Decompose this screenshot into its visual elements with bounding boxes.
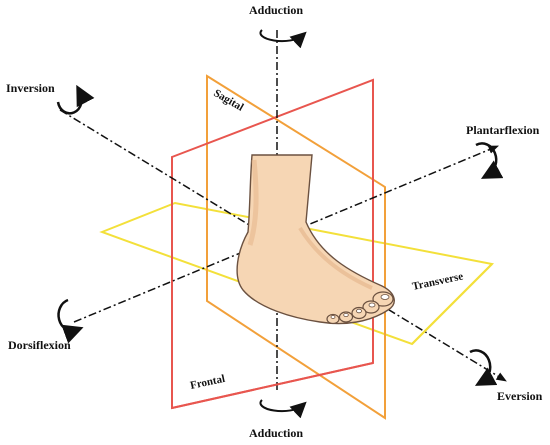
adduction-bottom-label: Adduction	[249, 426, 303, 440]
rotation-arrow-icon	[57, 298, 84, 344]
rotation-arrow-icon	[259, 399, 307, 419]
sagittal-plane-label: Sagital	[212, 87, 246, 114]
plantarflexion-label: Plantarflexion	[466, 123, 540, 137]
frontal-plane-label: Frontal	[189, 373, 226, 392]
eversion-label: Eversion	[497, 389, 543, 403]
dorsiflexion-label: Dorsiflexion	[8, 338, 71, 352]
rotation-arrow-icon	[469, 349, 498, 386]
sagittal-plane	[206, 74, 386, 420]
rotation-arrow-icon	[56, 84, 95, 115]
frontal-plane-front-edge	[171, 362, 374, 409]
rotation-arrow-icon	[259, 29, 307, 49]
transverse-plane-front-edge	[411, 263, 493, 345]
foot-illustration	[236, 154, 395, 325]
adduction-top-label: Adduction	[249, 3, 303, 17]
inversion-label: Inversion	[6, 81, 55, 95]
rotation-arrow-icon	[475, 142, 504, 179]
transverse-plane-label: Transverse	[411, 270, 464, 293]
